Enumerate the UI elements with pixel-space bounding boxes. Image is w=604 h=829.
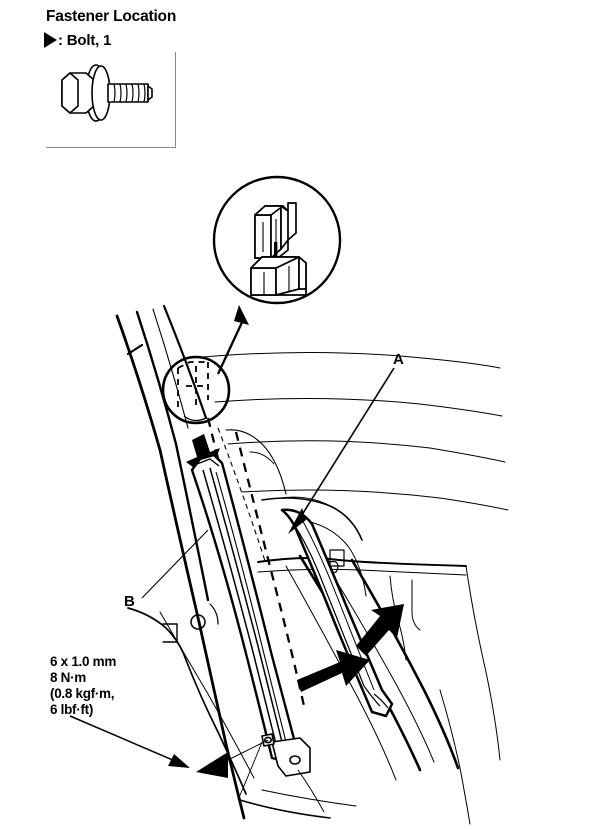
fastener-legend: : Bolt, 1 bbox=[44, 31, 111, 49]
fastener-legend-label: : Bolt, 1 bbox=[58, 31, 112, 49]
hidden-seal-dashed bbox=[217, 427, 267, 565]
detail-leader-arrow bbox=[216, 305, 249, 375]
molding-seat-arrow-icon bbox=[356, 604, 404, 656]
molding-mounting-bracket bbox=[261, 733, 311, 777]
clip-detail-circle bbox=[212, 175, 342, 305]
torque-specification: 6 x 1.0 mm 8 N·m (0.8 kgf·m, 6 lbf·ft) bbox=[50, 654, 116, 718]
bolt-location-pointer bbox=[69, 715, 325, 813]
hex-flange-bolt-icon bbox=[61, 64, 153, 122]
seal-seat-arrow-icon bbox=[297, 650, 370, 692]
torque-line-1: 6 x 1.0 mm bbox=[50, 654, 117, 669]
callout-label-a: A bbox=[393, 351, 404, 368]
pillar-molding-part bbox=[190, 453, 300, 764]
torque-line-4: 6 lbf·ft) bbox=[50, 702, 94, 717]
page-title: Fastener Location bbox=[46, 8, 177, 25]
callout-a-leader bbox=[288, 367, 395, 534]
callout-b-leader bbox=[141, 529, 209, 599]
fastener-illustration-box bbox=[46, 52, 176, 148]
torque-line-2: 8 N·m bbox=[50, 670, 87, 685]
pillar-detail-region bbox=[161, 355, 231, 425]
callout-label-b: B bbox=[124, 593, 135, 610]
torque-line-3: (0.8 kgf·m, bbox=[50, 686, 115, 701]
solid-right-triangle-icon bbox=[44, 32, 57, 48]
